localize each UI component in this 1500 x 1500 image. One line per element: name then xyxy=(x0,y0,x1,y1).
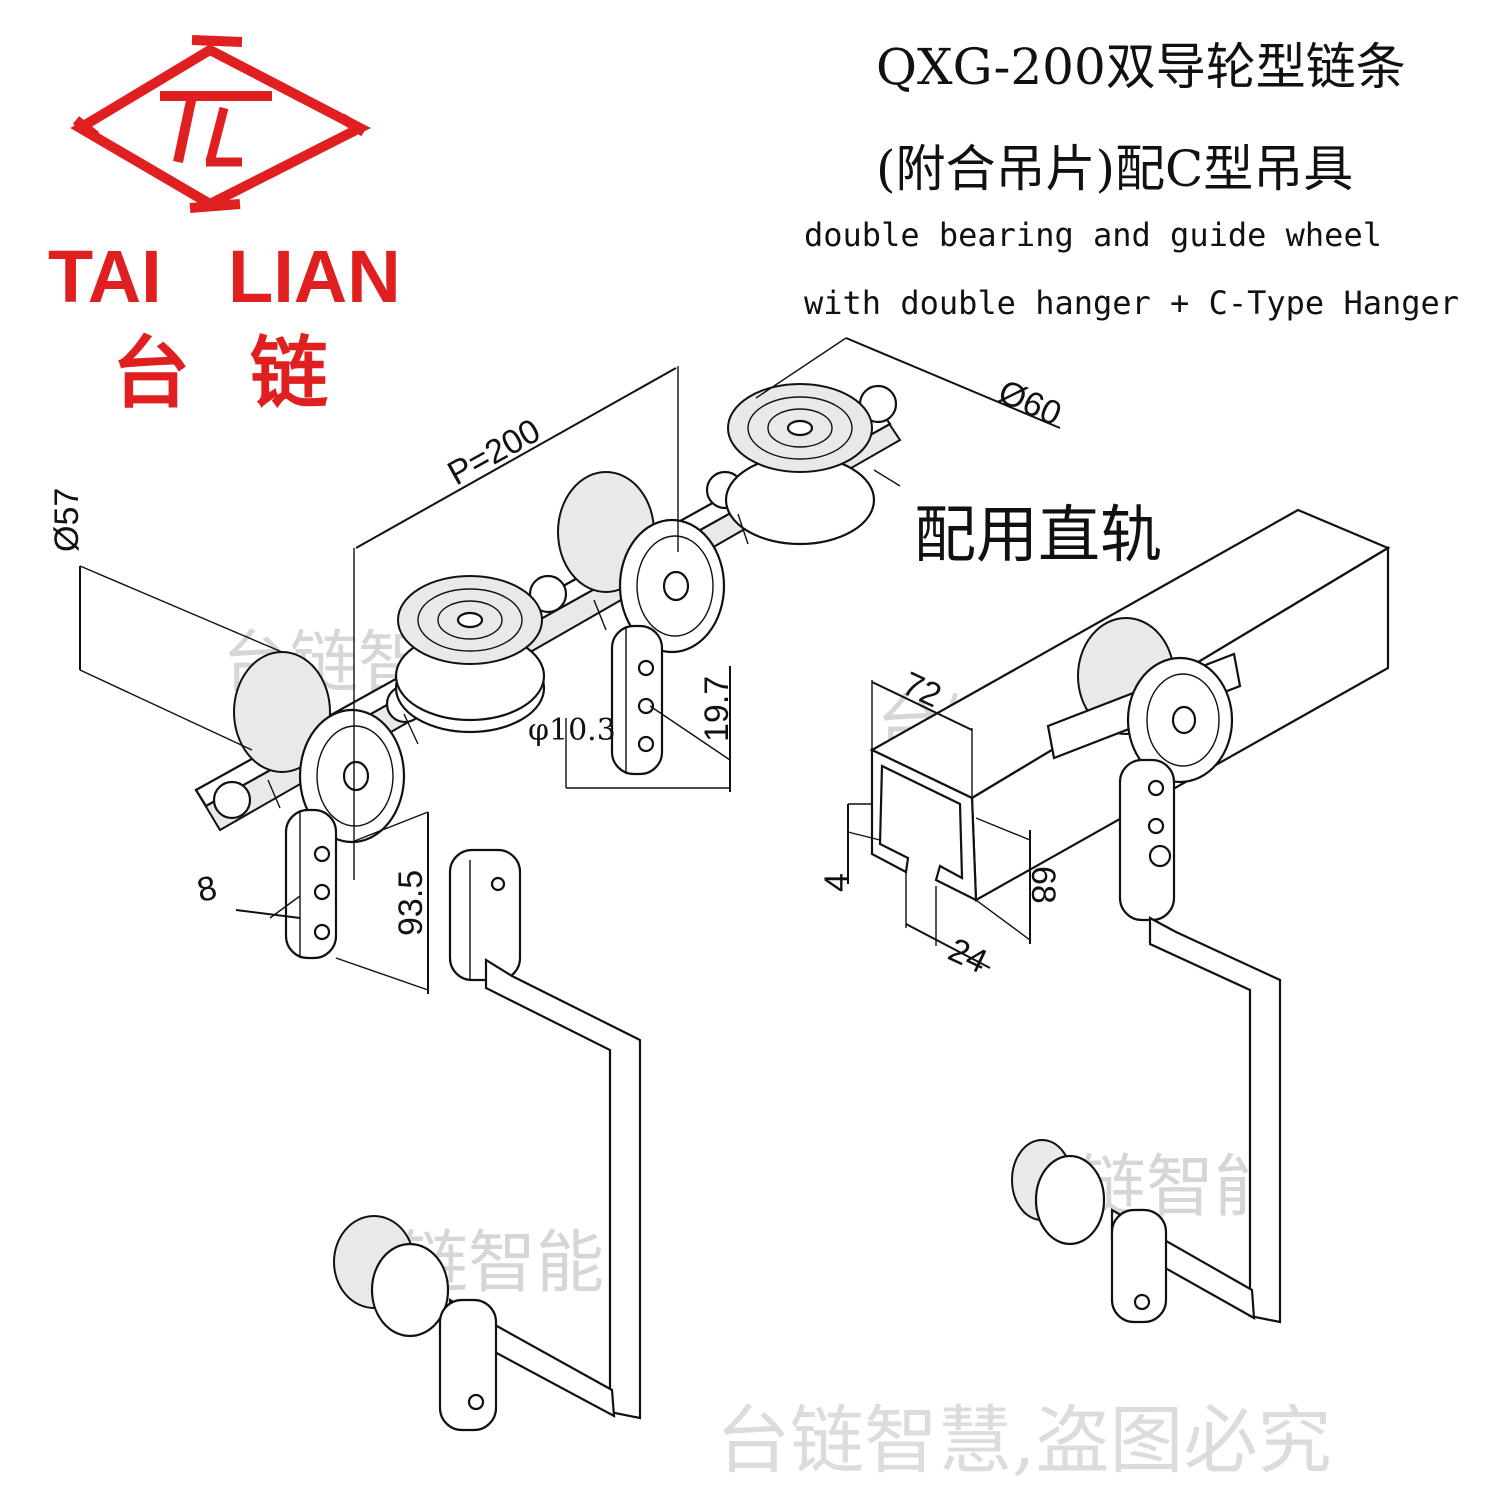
chain-dimensions: P=200 Ø60 Ø57 φ10.3 19.7 93.5 8 xyxy=(48,337,1067,994)
dim-wheel-dia-small: Ø57 xyxy=(48,488,86,552)
logo-brand-en-lian: LIAN xyxy=(228,235,401,318)
dim-rail-wall: 4 xyxy=(818,873,856,892)
dim-hole-spacing: 19.7 xyxy=(698,676,736,742)
dim-pitch: P=200 xyxy=(441,412,546,493)
dim-rail-height: 68 xyxy=(1024,866,1062,904)
cotter-pins xyxy=(267,469,901,809)
watermark-footer: 台链智慧,盗图必究 xyxy=(716,1398,1332,1484)
logo-diamond-icon xyxy=(70,35,371,213)
dim-rail-slot: 24 xyxy=(943,931,993,981)
bearing-wheel-front-1 xyxy=(298,708,406,844)
dim-hanger-length: 93.5 xyxy=(392,870,430,936)
rail-label: 配用直轨 xyxy=(914,498,1162,571)
c-type-hanger-left xyxy=(333,848,642,1432)
logo-brand-en-tai: TAI xyxy=(48,235,162,318)
subtitle-line-1: double bearing and guide wheel xyxy=(804,216,1382,254)
chain-pin xyxy=(528,574,568,614)
c-type-hanger-right xyxy=(1011,916,1282,1324)
dim-hole-dia: φ10.3 xyxy=(528,713,616,748)
guide-wheel-upper-2 xyxy=(724,383,876,546)
dim-hanger-thickness: 8 xyxy=(194,869,220,910)
title-line-2: (附合吊片)配C型吊具 xyxy=(876,140,1353,198)
tai-lian-logo: TAI LIAN 台 链 xyxy=(48,35,401,419)
dim-wheel-dia-large: Ø60 xyxy=(993,373,1067,434)
chain-assembly xyxy=(194,383,902,960)
bearing-wheel-front-2 xyxy=(618,518,726,654)
hanger-plate-1 xyxy=(284,808,338,960)
logo-brand-cn-lian: 链 xyxy=(250,329,328,419)
title-line-1: QXG-200双导轮型链条 xyxy=(876,38,1406,96)
hanger-plate-2 xyxy=(610,624,664,776)
guide-wheel-upper-1 xyxy=(394,575,546,734)
logo-brand-cn-tai: 台 xyxy=(112,329,190,419)
trolley-on-rail xyxy=(1046,617,1242,922)
subtitle-line-2: with double hanger + C-Type Hanger xyxy=(804,284,1459,322)
chain-pin xyxy=(212,780,252,820)
